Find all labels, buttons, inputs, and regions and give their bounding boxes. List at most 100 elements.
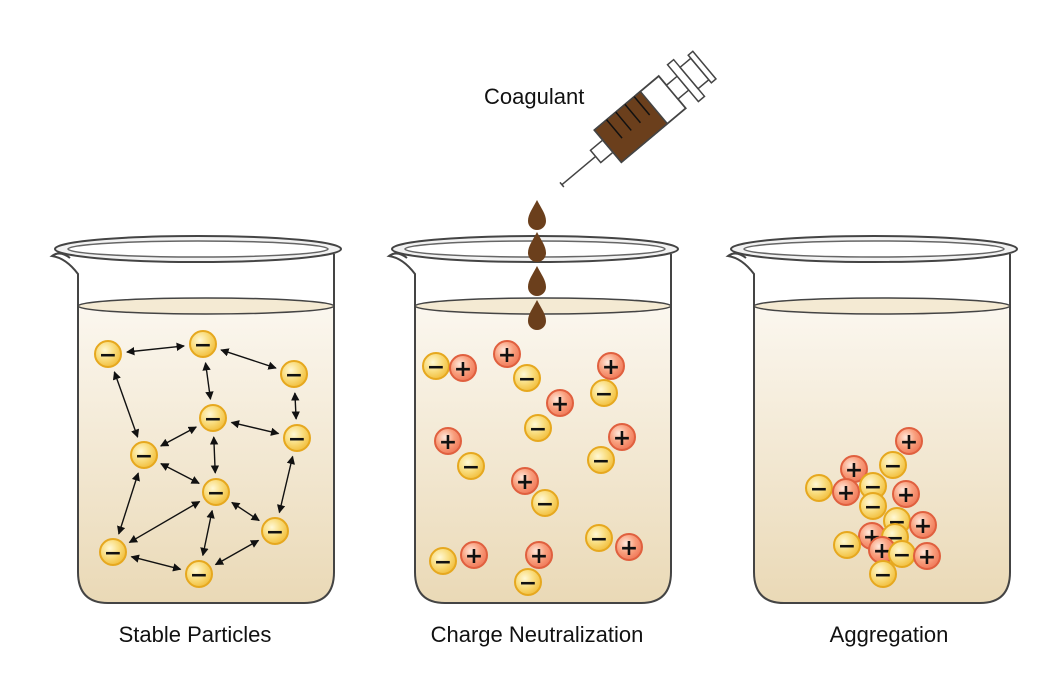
- minus-sign: −: [194, 333, 212, 358]
- minus-sign: −: [288, 427, 306, 452]
- plus-sign: +: [918, 545, 936, 570]
- repulsion-arrow: [112, 371, 140, 438]
- repulsion-arrow: [128, 500, 201, 544]
- plus-sign: +: [845, 458, 863, 483]
- liquid-surface: [77, 297, 335, 315]
- negative-particle: −: [261, 517, 289, 545]
- caption-charge-neutralization: Charge Neutralization: [430, 622, 644, 647]
- positive-particle: +: [608, 423, 636, 451]
- repulsion-arrow: [230, 420, 280, 436]
- negative-particle: −: [130, 441, 158, 469]
- negative-particle: −: [457, 452, 485, 480]
- repulsion-arrow: [160, 426, 197, 447]
- positive-particle: +: [597, 352, 625, 380]
- negative-particle: −: [429, 547, 457, 575]
- minus-sign: −: [104, 541, 122, 566]
- repulsion-arrow: [277, 455, 295, 514]
- repulsion-arrow: [291, 392, 300, 420]
- repulsion-arrow: [117, 472, 140, 535]
- minus-sign: −: [595, 382, 613, 407]
- negative-particle: −: [280, 360, 308, 388]
- coagulant-drop: [528, 266, 546, 296]
- particles: −−−−−−−−−−−++−+−+−+−+−+−−+−++−+−+−+−+−−+…: [94, 330, 941, 596]
- positive-particle: +: [525, 541, 553, 569]
- positive-particle: +: [895, 427, 923, 455]
- caption-stable-particles: Stable Particles: [118, 622, 272, 647]
- negative-particle: −: [869, 560, 897, 588]
- minus-sign: −: [427, 355, 445, 380]
- plus-sign: +: [837, 481, 855, 506]
- repulsion-arrow: [220, 348, 277, 370]
- negative-particle: −: [94, 340, 122, 368]
- minus-sign: −: [519, 571, 537, 596]
- negative-particle: −: [514, 568, 542, 596]
- coagulant-drop: [528, 232, 546, 262]
- negative-particle: −: [888, 540, 916, 568]
- plus-sign: +: [465, 544, 483, 569]
- negative-particle: −: [422, 352, 450, 380]
- beaker-stable: [49, 235, 342, 604]
- syringe: [559, 50, 718, 188]
- positive-particle: +: [615, 533, 643, 561]
- coagulant-drops: [528, 200, 546, 330]
- plus-sign: +: [900, 430, 918, 455]
- plus-sign: +: [620, 536, 638, 561]
- minus-sign: −: [536, 492, 554, 517]
- coagulant-drop: [528, 300, 546, 330]
- positive-particle: +: [832, 478, 860, 506]
- minus-sign: −: [434, 550, 452, 575]
- positive-particle: +: [511, 467, 539, 495]
- plus-sign: +: [873, 539, 891, 564]
- minus-sign: −: [864, 495, 882, 520]
- plus-sign: +: [498, 343, 516, 368]
- negative-particle: −: [524, 414, 552, 442]
- minus-sign: −: [590, 527, 608, 552]
- repulsion-arrow: [160, 463, 200, 484]
- positive-particle: +: [546, 389, 574, 417]
- beaker-body: [49, 252, 335, 604]
- minus-sign: −: [99, 343, 117, 368]
- positive-particle: +: [434, 427, 462, 455]
- negative-particle: −: [199, 404, 227, 432]
- plus-sign: +: [914, 514, 932, 539]
- negative-particle: −: [283, 424, 311, 452]
- plus-sign: +: [454, 357, 472, 382]
- plus-sign: +: [439, 430, 457, 455]
- plus-sign: +: [897, 483, 915, 508]
- positive-particle: +: [493, 340, 521, 368]
- negative-particle: −: [189, 330, 217, 358]
- negative-particle: −: [513, 364, 541, 392]
- minus-sign: −: [266, 520, 284, 545]
- minus-sign: −: [884, 454, 902, 479]
- plus-sign: +: [551, 392, 569, 417]
- minus-sign: −: [462, 455, 480, 480]
- minus-sign: −: [190, 563, 208, 588]
- repulsion-arrow: [130, 554, 182, 572]
- minus-sign: −: [838, 534, 856, 559]
- minus-sign: −: [893, 543, 911, 568]
- positive-particle: +: [840, 455, 868, 483]
- minus-sign: −: [874, 563, 892, 588]
- repulsion-arrow: [202, 361, 214, 401]
- caption-aggregation: Aggregation: [829, 622, 949, 647]
- plus-sign: +: [602, 355, 620, 380]
- negative-particle: −: [587, 446, 615, 474]
- repulsion-arrow: [126, 342, 185, 356]
- negative-particle: −: [859, 492, 887, 520]
- repulsion-arrow: [231, 501, 260, 522]
- minus-sign: −: [135, 444, 153, 469]
- negative-particle: −: [585, 524, 613, 552]
- plus-sign: +: [530, 544, 548, 569]
- minus-sign: −: [204, 407, 222, 432]
- coagulant-label: Coagulant: [484, 84, 585, 109]
- negative-particle: −: [531, 489, 559, 517]
- repulsion-arrow: [209, 436, 220, 474]
- negative-particle: −: [202, 478, 230, 506]
- negative-particle: −: [833, 531, 861, 559]
- minus-sign: −: [518, 367, 536, 392]
- negative-particle: −: [99, 538, 127, 566]
- positive-particle: +: [449, 354, 477, 382]
- coagulant-drop: [528, 200, 546, 230]
- negative-particle: −: [185, 560, 213, 588]
- minus-sign: −: [207, 481, 225, 506]
